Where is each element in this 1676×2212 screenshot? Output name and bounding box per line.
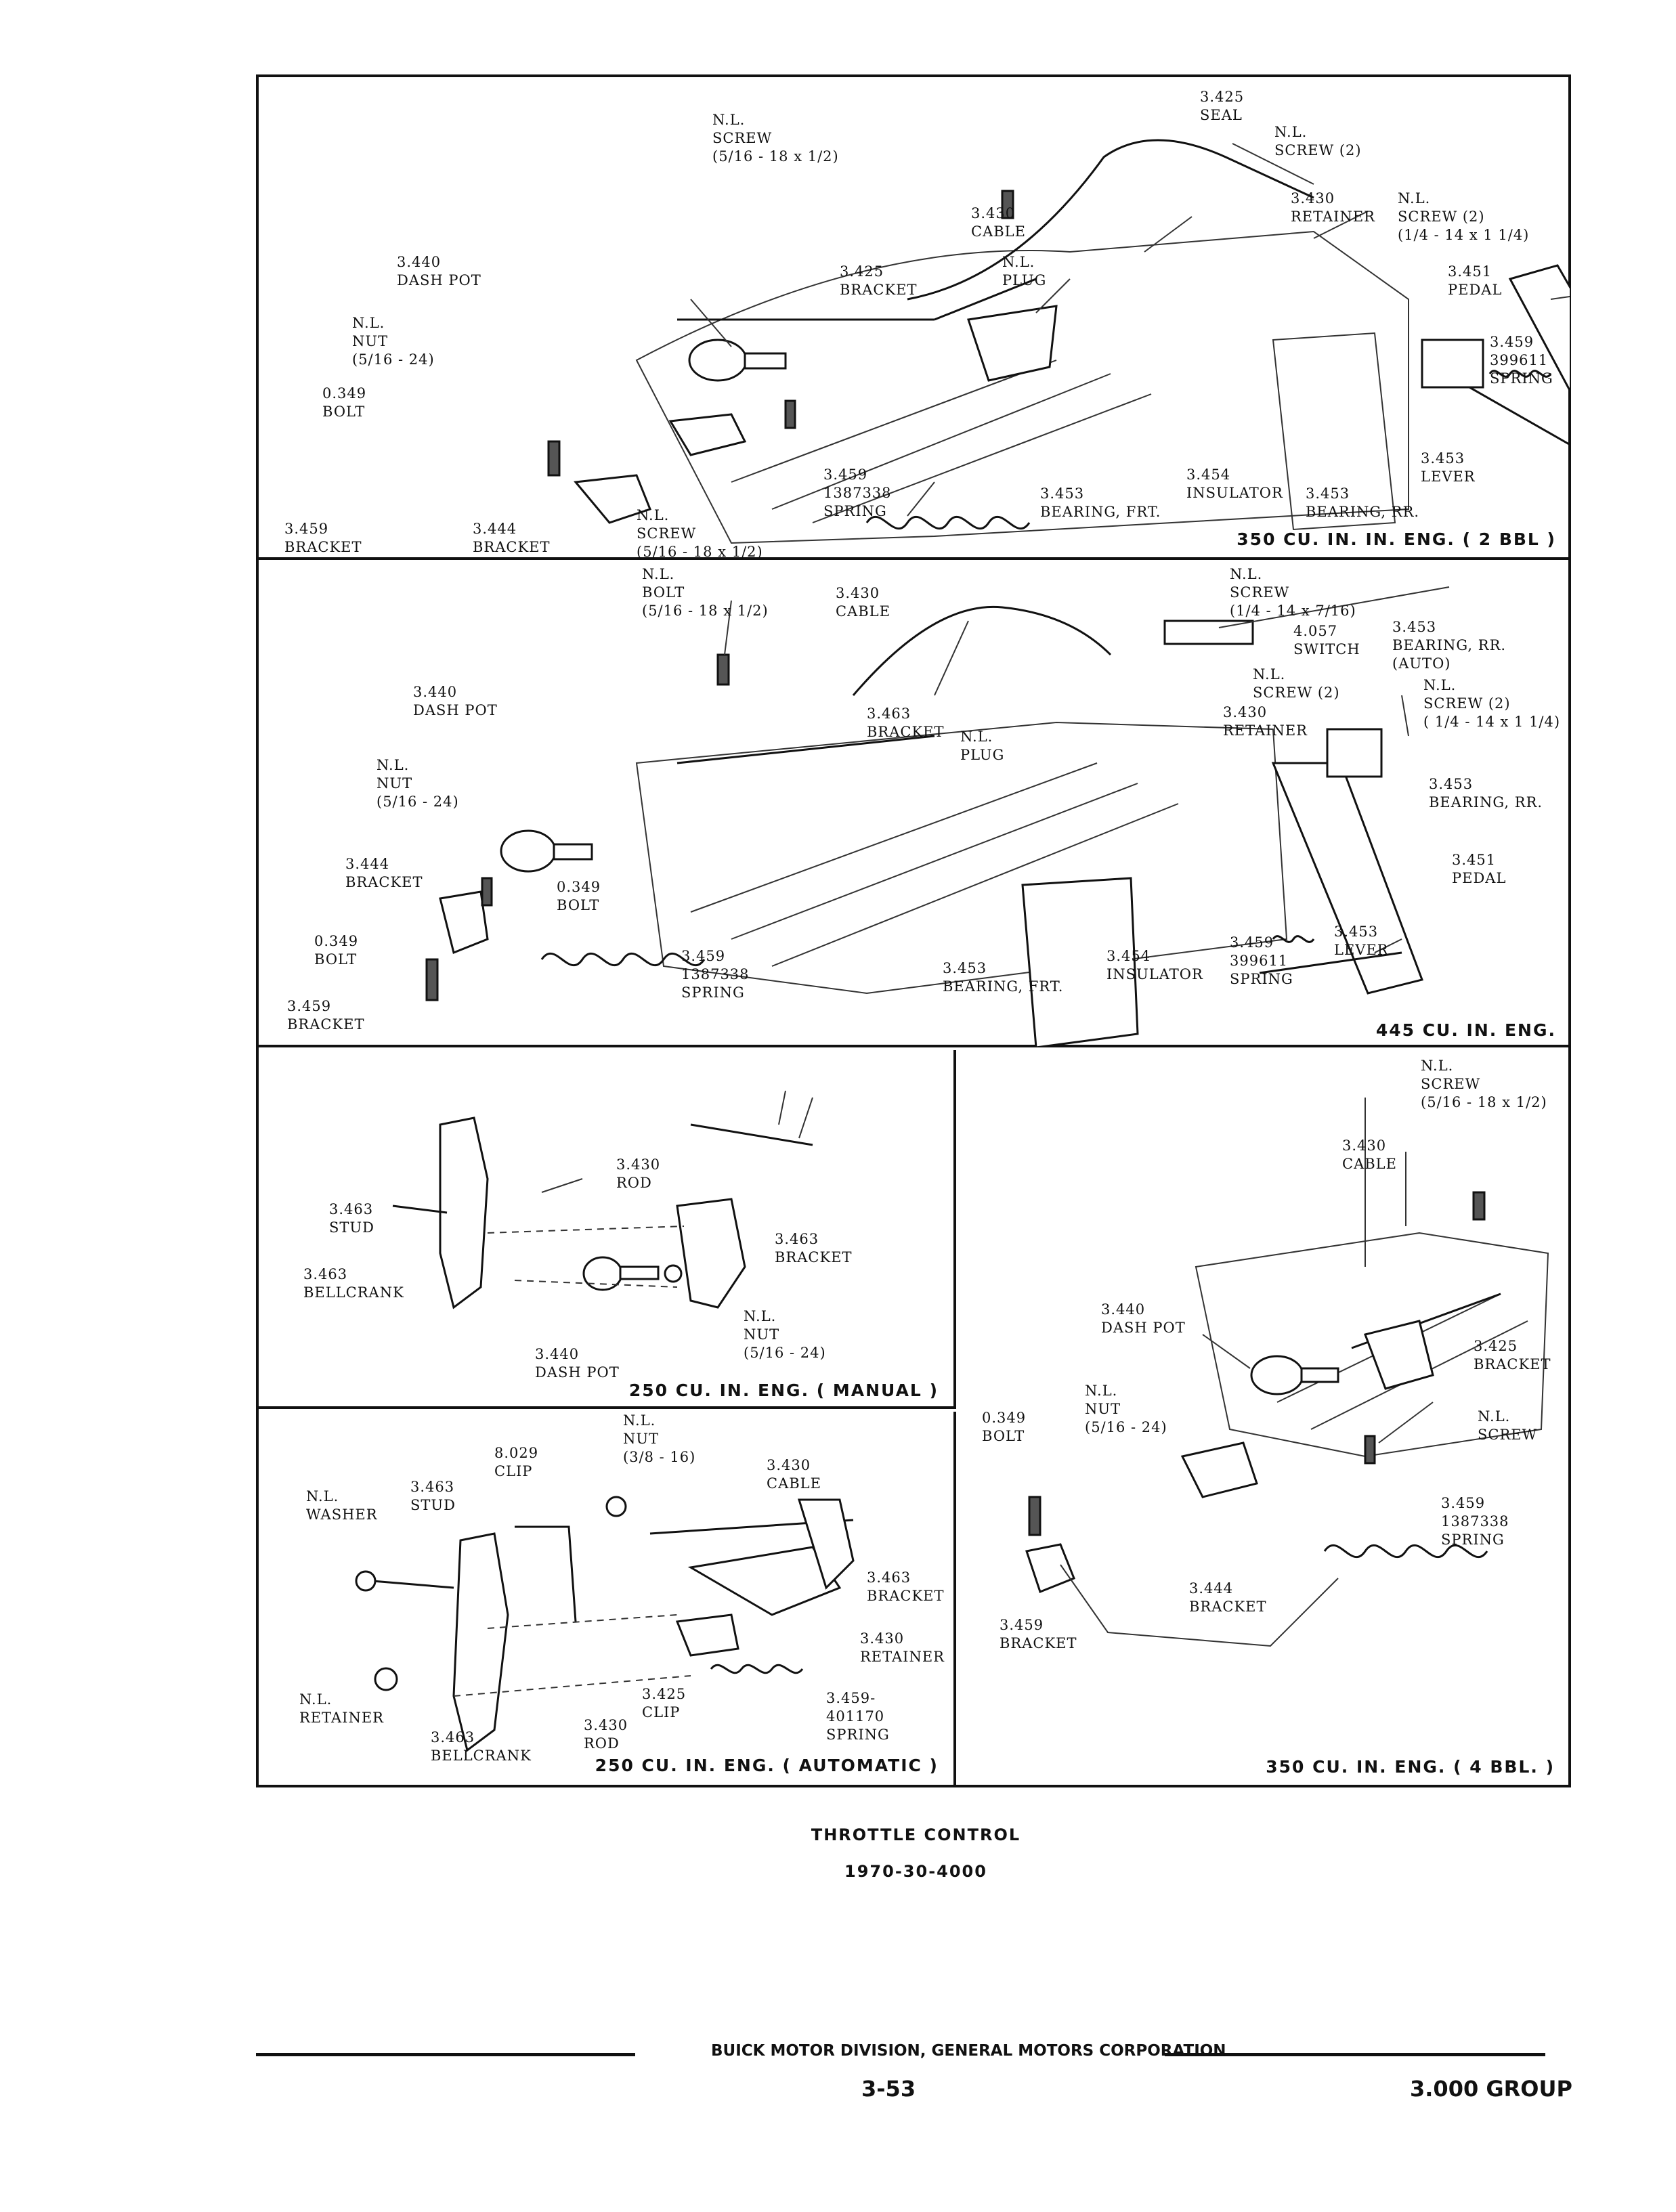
label-lever: 3.453 LEVER [1421,450,1476,485]
label-pedal: 3.451 PEDAL [1448,263,1503,298]
label-nut: N.L. NUT (5/16 - 24) [377,757,459,810]
label-cable: 3.430 CABLE [971,205,1026,240]
label-bracket: 3.463 BRACKET [775,1231,853,1265]
label-spring: 3.459- 401170 SPRING [826,1690,890,1743]
label-bolt-top: N.L. BOLT (5/16 - 18 x 1/2) [642,566,769,619]
label-insulator: 3.454 INSULATOR [1186,467,1283,501]
label-bearing-rr-auto: 3.453 BEARING, RR. (AUTO) [1392,619,1507,672]
label-seal: 3.425 SEAL [1200,89,1245,123]
label-stud: 3.463 STUD [329,1201,374,1236]
label-bolt-mid: 0.349 BOLT [557,879,601,913]
label-nut: N.L. NUT (3/8 - 16) [623,1412,696,1465]
label-insulator: 3.454 INSULATOR [1106,948,1203,982]
label-nut: N.L. NUT (5/16 - 24) [1085,1383,1167,1435]
caption-350-4bbl: 350 CU. IN. ENG. ( 4 BBL. ) [1266,1757,1555,1777]
label-screw: N.L. SCREW [1478,1408,1538,1443]
label-bearing-rr: 3.453 BEARING, RR. [1429,776,1543,810]
label-spring-1387338: 3.459 1387338 SPRING [823,467,892,519]
label-bracket: 3.425 BRACKET [1474,1338,1551,1372]
label-washer: N.L. WASHER [306,1488,378,1523]
label-spring: 3.459 1387338 SPRING [1441,1495,1509,1548]
label-retainer-nl: N.L. RETAINER [299,1691,384,1726]
label-bearing-rr: 3.453 BEARING, RR. [1306,485,1420,520]
label-screw-2-quarter: N.L. SCREW (2) (1/4 - 14 x 1 1/4) [1398,190,1530,243]
figure-number: 1970-30-4000 [844,1862,987,1881]
label-bracket-444: 3.444 BRACKET [345,856,423,890]
label-clip-8029: 8.029 CLIP [494,1445,539,1479]
caption-445: 445 CU. IN. ENG. [1375,1020,1556,1040]
label-bellcrank: 3.463 BELLCRANK [431,1729,532,1764]
label-switch: 4.057 SWITCH [1293,623,1360,657]
label-screw-switch: N.L. SCREW (1/4 - 14 x 7/16) [1230,566,1356,619]
footer-company: BUICK MOTOR DIVISION, GENERAL MOTORS COR… [711,2042,1226,2060]
label-screw-top: N.L. SCREW (5/16 - 18 x 1/2) [1421,1058,1547,1110]
label-bolt: 0.349 BOLT [982,1410,1027,1444]
label-cable: 3.430 CABLE [836,585,890,620]
label-dash-pot: 3.440 DASH POT [1101,1301,1186,1336]
label-cable: 3.430 CABLE [767,1457,821,1492]
label-bellcrank: 3.463 BELLCRANK [303,1266,404,1301]
panel-250-manual-drawing [392,1090,813,1309]
label-dash-pot: 3.440 DASH POT [397,254,481,288]
label-screw-2: N.L. SCREW (2) [1253,666,1340,701]
label-stud: 3.463 STUD [410,1479,456,1513]
panel-350-2bbl: 3.425 SEAL N.L. SCREW (2) N.L. SCREW (5/… [257,76,1570,560]
footer-rule-left [256,2053,635,2056]
label-plug: N.L. PLUG [1002,254,1047,288]
footer-page-number: 3-53 [861,2076,916,2102]
label-screw-2-quarter: N.L. SCREW (2) ( 1/4 - 14 x 1 1/4) [1423,677,1561,730]
label-bracket-444: 3.444 BRACKET [1189,1580,1267,1615]
footer-rule-right [1165,2053,1545,2056]
panel-250-manual: 3.430 ROD 3.463 STUD 3.463 BRACKET 3.463… [257,1050,956,1409]
diagram-frame [256,74,1571,1787]
label-bearing-frt: 3.453 BEARING, FRT. [1040,485,1161,520]
label-bolt: 0.349 BOLT [322,385,367,420]
label-spring-1387338: 3.459 1387338 SPRING [681,948,750,1001]
label-bearing-frt: 3.453 BEARING, FRT. [943,960,1064,995]
panel-250-automatic-drawing [355,1496,855,1752]
label-plug: N.L. PLUG [960,729,1005,763]
label-bracket-459: 3.459 BRACKET [1000,1617,1077,1651]
label-bolt-lower: 0.349 BOLT [314,933,359,968]
caption-250-manual: 250 CU. IN. ENG. ( MANUAL ) [628,1381,939,1400]
caption-250-automatic: 250 CU. IN. ENG. ( AUTOMATIC ) [595,1756,939,1775]
label-screw-bottom: N.L. SCREW (5/16 - 18 x 1/2) [637,507,763,560]
label-retainer: 3.430 RETAINER [1223,704,1308,739]
label-spring-399611: 3.459 399611 SPRING [1230,934,1293,987]
panel-445: N.L. BOLT (5/16 - 18 x 1/2) 3.430 CABLE … [257,560,1570,1047]
label-bracket-459: 3.459 BRACKET [284,521,362,555]
label-bracket-459: 3.459 BRACKET [287,998,365,1033]
panel-350-4bbl: N.L. SCREW (5/16 - 18 x 1/2) 3.430 CABLE… [959,1050,1570,1786]
label-bracket-425: 3.425 BRACKET [840,263,918,298]
label-spring-399611: 3.459 399611 SPRING [1490,334,1553,387]
label-retainer: 3.430 RETAINER [1291,190,1375,225]
label-bracket-463: 3.463 BRACKET [867,706,945,740]
label-clip-425: 3.425 CLIP [642,1686,687,1720]
label-nut: N.L. NUT (5/16 - 24) [744,1308,826,1361]
label-rod: 3.430 ROD [616,1156,661,1191]
label-bracket-444: 3.444 BRACKET [473,521,551,555]
label-lever: 3.453 LEVER [1334,924,1389,958]
panel-350-2bbl-drawing [547,139,1570,544]
label-dash-pot: 3.440 DASH POT [413,684,498,718]
label-bracket: 3.463 BRACKET [867,1569,945,1604]
label-screw-top: N.L. SCREW (5/16 - 18 x 1/2) [712,112,839,165]
footer-group: 3.000 GROUP [1410,2076,1572,2102]
label-screw-2: N.L. SCREW (2) [1274,124,1362,158]
panel-250-automatic: N.L. NUT (3/8 - 16) 8.029 CLIP 3.430 CAB… [257,1412,956,1786]
label-dash-pot: 3.440 DASH POT [535,1346,620,1381]
panel-350-4bbl-drawing [1025,1098,1549,1647]
label-nut: N.L. NUT (5/16 - 24) [352,315,435,368]
figure-title: THROTTLE CONTROL [811,1825,1021,1844]
caption-350-2bbl: 350 CU. IN. IN. ENG. ( 2 BBL ) [1237,529,1556,549]
panel-445-drawing [425,586,1450,1047]
label-rod: 3.430 ROD [584,1717,628,1752]
label-retainer-430: 3.430 RETAINER [860,1630,945,1665]
label-pedal: 3.451 PEDAL [1452,852,1507,886]
label-cable: 3.430 CABLE [1342,1137,1397,1172]
